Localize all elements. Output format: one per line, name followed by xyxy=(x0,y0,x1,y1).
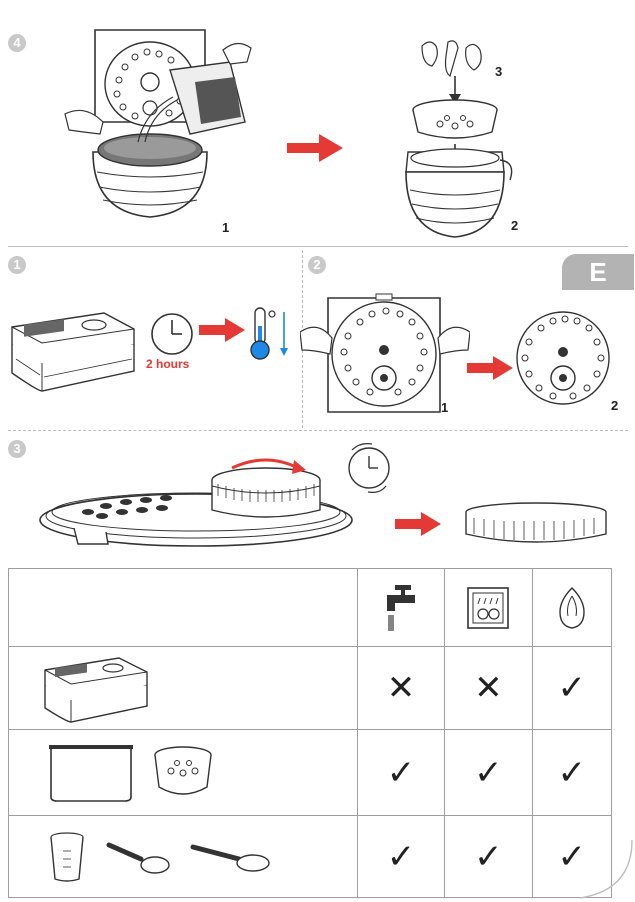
page-corner-decoration xyxy=(580,840,633,899)
header-dishwasher-cell xyxy=(444,568,533,647)
check-mark: ✓ xyxy=(474,752,503,793)
inner-pot-icon xyxy=(49,744,133,802)
removing-inner-lid-illustration xyxy=(300,293,470,413)
cooker-body-icon xyxy=(44,657,148,723)
cloth-pot-basket: ✓ xyxy=(531,729,613,816)
tap-cooker-body: ✕ xyxy=(356,646,446,730)
step-4-badge: 4 xyxy=(8,34,26,52)
check-mark: ✓ xyxy=(557,668,587,708)
measuring-cup-icon xyxy=(50,831,84,882)
cloth-cup-spoons: ✓ xyxy=(531,815,613,898)
dishwasher-pot-basket: ✓ xyxy=(444,729,533,816)
pouring-rice-illustration xyxy=(64,29,252,218)
red-arrow-icon xyxy=(467,356,513,380)
valve-cap-illustration xyxy=(465,502,607,543)
step-3-badge: 3 xyxy=(8,440,26,458)
dishwasher-cooker-body: ✕ xyxy=(444,646,533,730)
step2-fig-label-2: 2 xyxy=(611,398,619,413)
clock-icon xyxy=(151,313,193,355)
table-row: ✓ ✓ ✓ xyxy=(8,729,613,816)
table-row: ✕ ✕ ✓ xyxy=(8,646,613,730)
red-arrow-icon xyxy=(199,318,245,342)
steam-basket-icon xyxy=(154,745,212,795)
duration-label: 2 hours xyxy=(146,357,190,371)
check-mark: ✓ xyxy=(557,752,587,793)
cleaning-table: ✕ ✕ ✓ ✓ ✓ ✓ xyxy=(8,568,613,898)
language-tab: E xyxy=(562,254,634,290)
section-divider xyxy=(8,246,628,247)
inner-lid-illustration xyxy=(516,311,610,405)
table-row: ✓ ✓ ✓ xyxy=(8,815,613,898)
cloth-cooker-body: ✓ xyxy=(531,646,613,730)
closed-cooker-illustration xyxy=(11,312,135,392)
unscrewing-valve-illustration xyxy=(39,443,390,547)
table-header-row xyxy=(8,568,613,647)
dishwasher-icon xyxy=(467,586,510,629)
header-tap-cell xyxy=(356,568,446,647)
step4-fig-label-2: 2 xyxy=(511,218,519,233)
steam-basket-illustration xyxy=(405,40,513,238)
check-mark: ✓ xyxy=(386,836,416,877)
step-2-badge: 2 xyxy=(308,256,326,274)
item-cell-pot-basket xyxy=(8,729,358,816)
item-cell-cooker-body xyxy=(8,646,358,730)
tap-water-icon xyxy=(387,584,416,631)
step4-fig-label-3: 3 xyxy=(495,64,503,79)
rice-spoon-icon xyxy=(106,842,170,874)
soup-ladle-icon xyxy=(190,844,270,872)
header-blank-cell xyxy=(8,568,358,647)
cross-mark: ✕ xyxy=(386,668,416,708)
check-mark: ✓ xyxy=(557,836,587,877)
tap-cup-spoons: ✓ xyxy=(356,815,446,898)
cross-mark: ✕ xyxy=(474,668,503,708)
step-1-badge: 1 xyxy=(8,256,26,274)
check-mark: ✓ xyxy=(474,836,503,877)
cloth-icon xyxy=(559,586,585,629)
dishwasher-cup-spoons: ✓ xyxy=(444,815,533,898)
tap-pot-basket: ✓ xyxy=(356,729,446,816)
check-mark: ✓ xyxy=(386,752,416,793)
red-arrow-icon xyxy=(287,134,343,162)
step4-fig-label-1: 1 xyxy=(222,220,230,235)
red-arrow-icon xyxy=(395,512,441,536)
section-divider xyxy=(8,430,628,431)
header-cloth-cell xyxy=(531,568,613,647)
thermometer-cooling-icon xyxy=(250,307,288,360)
step2-fig-label-1: 1 xyxy=(441,400,449,415)
item-cell-cup-spoons xyxy=(8,815,358,898)
